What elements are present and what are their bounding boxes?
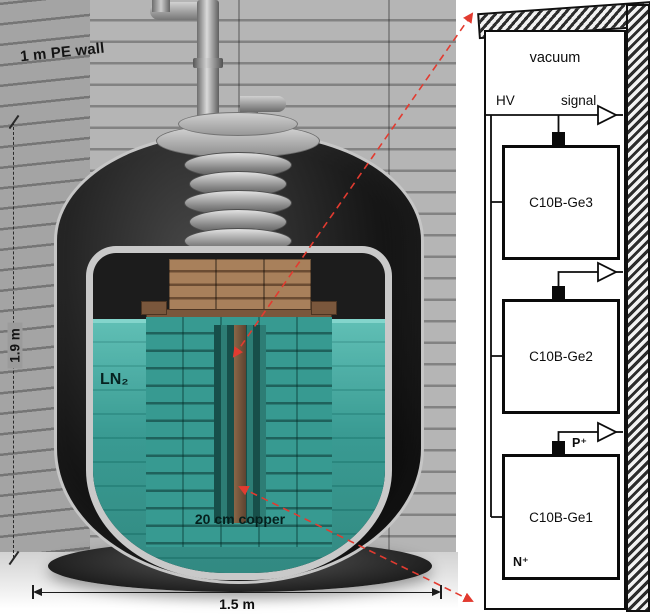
detector-ge3: C10B-Ge3 bbox=[502, 145, 620, 260]
detector-ge2-label: C10B-Ge2 bbox=[529, 349, 593, 364]
detector-ge1-label: C10B-Ge1 bbox=[529, 509, 593, 525]
amplifier-icon-ge2 bbox=[597, 261, 619, 283]
ge2-p-contact bbox=[552, 286, 565, 299]
amplifier-icon-ge3 bbox=[597, 104, 619, 126]
detector-ge2: C10B-Ge2 bbox=[502, 299, 620, 414]
bellows bbox=[184, 152, 292, 254]
copper-clamp-left bbox=[141, 301, 167, 315]
detector-string-cavity bbox=[214, 325, 266, 523]
neck-pipe-coupling bbox=[193, 58, 223, 68]
width-dimension-label: 1.5 m bbox=[219, 596, 255, 612]
arrowhead-left-icon bbox=[33, 588, 42, 596]
top-cap bbox=[178, 112, 298, 136]
inner-vessel bbox=[86, 246, 392, 580]
side-pipe-horizontal bbox=[240, 96, 286, 112]
hv-bus bbox=[490, 115, 502, 518]
amplifier-icon-ge1 bbox=[597, 421, 619, 443]
vacuum-enclosure: vacuum HV signal C10B-Ge3 C10B-Ge2 C10B-… bbox=[484, 30, 626, 610]
vacuum-wall-hatch-right bbox=[626, 4, 650, 612]
detector-string-rod bbox=[234, 325, 246, 523]
schematic-wiring bbox=[486, 104, 623, 518]
ge2-contact-line bbox=[557, 271, 598, 286]
ge3-p-contact bbox=[552, 132, 565, 145]
ln2-label: LN₂ bbox=[100, 371, 129, 388]
top-pipe-vertical-stub bbox=[152, 0, 170, 12]
copper-clamp-right bbox=[311, 301, 337, 315]
hv-label: HV bbox=[496, 93, 515, 108]
vacuum-label: vacuum bbox=[529, 50, 581, 66]
height-dimension-label: 1.9 m bbox=[7, 322, 23, 369]
p-contact-label: P⁺ bbox=[572, 436, 587, 450]
cryostat-cutaway-illustration: 1 m PE wall 1.9 m 1.5 m LN₂ 20 cm copper bbox=[0, 0, 458, 615]
ge1-contact-line bbox=[557, 431, 598, 441]
arrowhead-right-icon bbox=[432, 588, 441, 596]
detector-ge3-label: C10B-Ge3 bbox=[529, 195, 593, 210]
width-dimension-arrow bbox=[33, 588, 441, 596]
n-contact-label: N⁺ bbox=[513, 555, 529, 569]
detector-ge1: C10B-Ge1 N⁺ bbox=[502, 454, 620, 580]
ge1-p-contact bbox=[552, 441, 565, 454]
copper-shield-label: 20 cm copper bbox=[194, 511, 286, 527]
signal-label: signal bbox=[561, 93, 597, 108]
detector-schematic-panel: vacuum HV signal C10B-Ge3 C10B-Ge2 C10B-… bbox=[458, 0, 650, 615]
